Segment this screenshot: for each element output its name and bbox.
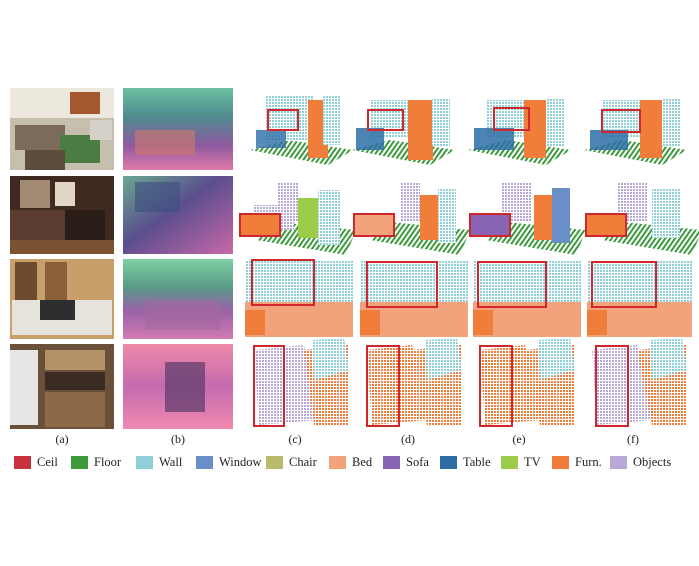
caption-c: (c) — [288, 432, 302, 446]
legend-item-wall: Wall — [136, 455, 182, 470]
cloud-c-row4 — [253, 338, 349, 427]
legend-swatch-bed — [329, 456, 346, 469]
cloud-c-row3 — [245, 259, 353, 337]
scene-row3 — [245, 259, 692, 337]
legend-swatch-chair — [266, 456, 283, 469]
legend-item-floor: Floor — [71, 455, 121, 470]
caption-e: (e) — [512, 432, 526, 446]
cloud-d-row3 — [360, 260, 468, 337]
legend-swatch-furn — [552, 456, 569, 469]
cloud-d-row1 — [352, 98, 455, 165]
legend-item-chair: Chair — [266, 455, 317, 470]
legend-item-furn: Furn. — [552, 455, 602, 470]
depth-map-row1 — [123, 88, 233, 170]
rgb-column — [10, 88, 114, 429]
legend-swatch-window — [196, 456, 213, 469]
legend-item-window: Window — [196, 455, 262, 470]
cloud-e-row1 — [468, 98, 571, 165]
caption-f: (f) — [627, 432, 639, 446]
cloud-f-row1 — [584, 98, 687, 165]
legend-item-objects: Objects — [610, 455, 671, 470]
cloud-f-row4 — [592, 338, 687, 427]
cloud-c-row2 — [239, 182, 356, 255]
cloud-c-row1 — [250, 95, 353, 165]
legend-swatch-floor — [71, 456, 88, 469]
scene-row1 — [250, 95, 687, 165]
legend-swatch-wall — [136, 456, 153, 469]
cloud-d-row2 — [353, 182, 470, 255]
legend-item-sofa: Sofa — [383, 455, 429, 470]
caption-a: (a) — [55, 432, 69, 446]
legend-swatch-tv — [501, 456, 518, 469]
cloud-e-row4 — [479, 338, 575, 427]
legend-swatch-sofa — [383, 456, 400, 469]
legend-item-bed: Bed — [329, 455, 372, 470]
legend-item-ceil: Ceil — [14, 455, 58, 470]
cloud-f-row2 — [585, 182, 699, 255]
rgb-image-row1 — [10, 88, 114, 170]
caption-b: (b) — [171, 432, 185, 446]
cloud-e-row2 — [469, 182, 586, 255]
rgb-image-row3 — [10, 259, 114, 339]
cloud-f-row3 — [587, 260, 692, 337]
scene-row4 — [253, 338, 687, 427]
legend-swatch-ceil — [14, 456, 31, 469]
cloud-d-row4 — [366, 338, 462, 427]
legend-swatch-table — [440, 456, 457, 469]
rgb-image-row2 — [10, 176, 114, 254]
depth-column — [123, 88, 233, 429]
legend-swatch-objects — [610, 456, 627, 469]
scene-row2 — [239, 182, 699, 255]
legend-item-table: Table — [440, 455, 491, 470]
cloud-e-row3 — [473, 260, 581, 337]
legend-item-tv: TV — [501, 455, 541, 470]
caption-d: (d) — [401, 432, 415, 446]
rgb-image-row4 — [10, 344, 114, 429]
